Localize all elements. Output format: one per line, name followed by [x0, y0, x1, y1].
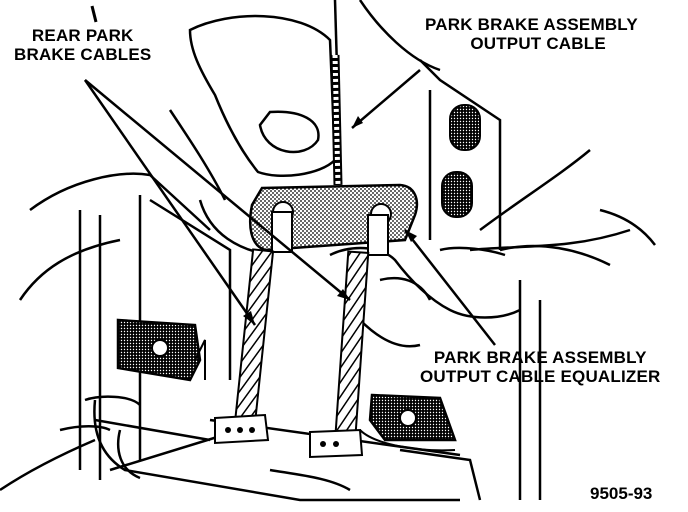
leader-rear-cable-left [83, 79, 257, 326]
cable-end-left [271, 211, 293, 253]
output-cable [332, 54, 341, 186]
tick-mark [90, 5, 98, 23]
leader-lines [83, 69, 496, 346]
housing-slot-upper [449, 104, 481, 151]
leader-arrowheads [243, 116, 417, 325]
cable-end-right [367, 214, 389, 256]
housing-slot-lower [441, 171, 473, 218]
leader-equalizer [404, 229, 496, 346]
leader-output-cable [351, 69, 421, 129]
hand-illustration [168, 0, 656, 348]
label-rear-park-brake-cables: REAR PARK BRAKE CABLES [14, 26, 152, 64]
label-output-cable: PARK BRAKE ASSEMBLY OUTPUT CABLE [425, 15, 638, 53]
label-output-cable-equalizer: PARK BRAKE ASSEMBLY OUTPUT CABLE EQUALIZ… [420, 348, 661, 386]
rear-cable-left [233, 248, 275, 427]
leader-rear-cable-right [84, 79, 351, 301]
figure-number: 9505-93 [590, 484, 653, 503]
rear-cable-right [334, 250, 370, 434]
